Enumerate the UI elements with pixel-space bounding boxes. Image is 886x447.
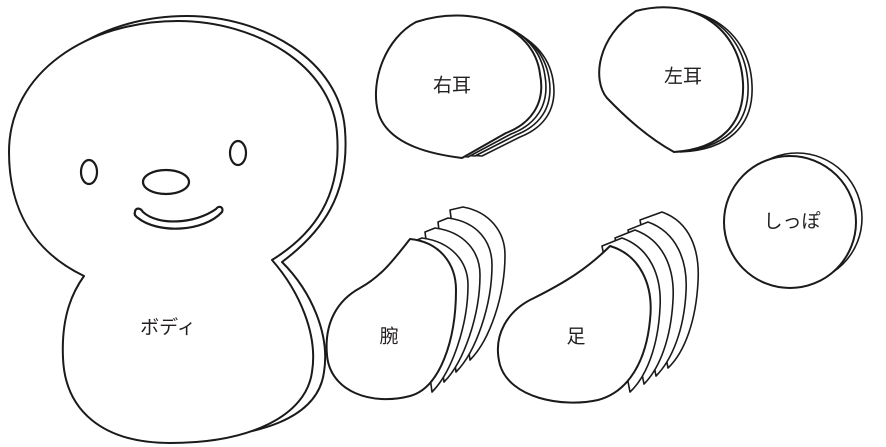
left-ear-outline bbox=[598, 6, 745, 153]
left-eye bbox=[79, 158, 99, 186]
right-ear-label: 右耳 bbox=[432, 74, 472, 97]
right-ear-piece bbox=[374, 14, 555, 159]
foot-outline bbox=[496, 245, 652, 404]
arm-label: 腕 bbox=[379, 325, 399, 348]
nose bbox=[141, 168, 191, 196]
mouth bbox=[133, 205, 224, 230]
tail-label: しっぽ bbox=[763, 210, 821, 233]
arm-outline bbox=[325, 238, 457, 401]
face bbox=[79, 139, 248, 230]
foot-piece bbox=[496, 211, 700, 404]
tail-piece bbox=[723, 152, 863, 289]
right-ear-outline bbox=[374, 14, 543, 159]
body-label: ボディ bbox=[140, 316, 196, 339]
body-outline bbox=[8, 20, 339, 444]
arm-piece bbox=[325, 206, 506, 401]
left-ear-piece bbox=[598, 6, 753, 153]
right-eye bbox=[228, 139, 248, 167]
left-ear-label: 左耳 bbox=[663, 65, 703, 88]
foot-label: 足 bbox=[566, 325, 586, 348]
tail-outline bbox=[723, 155, 857, 289]
